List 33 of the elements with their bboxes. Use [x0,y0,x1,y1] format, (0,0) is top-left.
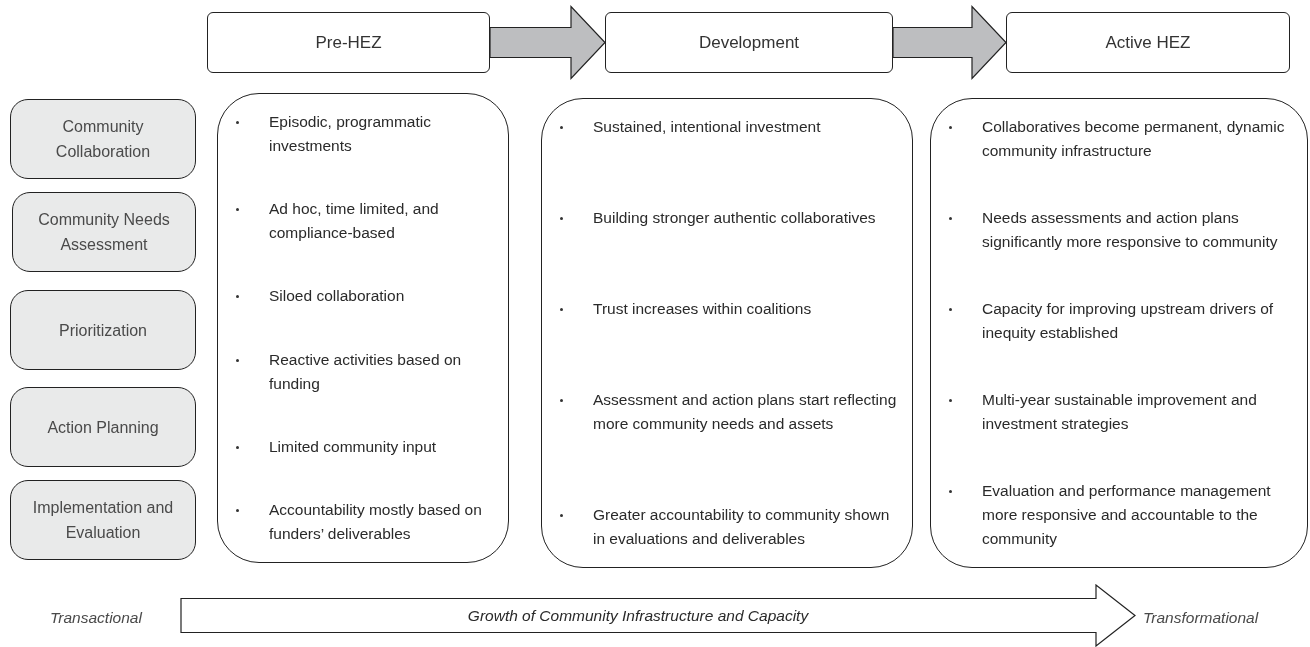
bullet-text: Limited community input [269,436,437,457]
stage-box: Active HEZ [1006,12,1290,73]
activity-box: Prioritization [10,290,196,370]
bullet-text: Assessment and action plans start reflecting more community needs and assets [593,390,898,434]
bullet-text: Evaluation and performance management more responsive and accountable to the community [982,481,1272,549]
block-arrow [489,5,606,80]
bullet-text: Collaboratives become permanent, dynamic community infrastructure [982,117,1286,161]
bullet-text: Needs assessments and action plans significantly more responsive to community [982,208,1279,252]
stage-box: Development [605,12,893,73]
stage-description-box [541,98,913,568]
bullet-text: Sustained, intentional investment [593,117,821,137]
bullet-text: Episodic, programmatic investments [269,112,432,156]
growth-arrow [180,584,1136,647]
bullet-text: Accountability mostly based on funders’ deliverables [269,499,483,544]
activity-box: Action Planning [10,387,196,467]
scale-end-label: Transformational [1143,608,1259,628]
stage-description-box [217,93,509,563]
block-arrow [892,5,1007,80]
stage-description-box [930,98,1308,568]
activity-box: Implementation and Evaluation [10,480,196,560]
bullet-text: Ad hoc, time limited, and compliance-based [269,199,440,244]
stage-box: Pre-HEZ [207,12,490,73]
bullet-text: Building stronger authentic collaboratives [593,208,876,228]
bullet-text: Siloed collaboration [269,286,405,307]
bullet-text: Capacity for improving upstream drivers of inequity established [982,299,1275,343]
activity-box: Community Needs Assessment [12,192,196,272]
bullet-text: Greater accountability to community shown in evaluations and deliverables [593,505,891,549]
bullet-text: Trust increases within coalitions [593,299,812,319]
bullet-text: Reactive activities based on funding [269,349,463,394]
scale-start-label: Transactional [50,608,142,628]
arrow-text: Growth of Community Infrastructure and Capacity [467,605,809,626]
bullet-text: Multi-year sustainable improvement and investment strategies [982,390,1258,434]
activity-box: Community Collaboration [10,99,196,179]
